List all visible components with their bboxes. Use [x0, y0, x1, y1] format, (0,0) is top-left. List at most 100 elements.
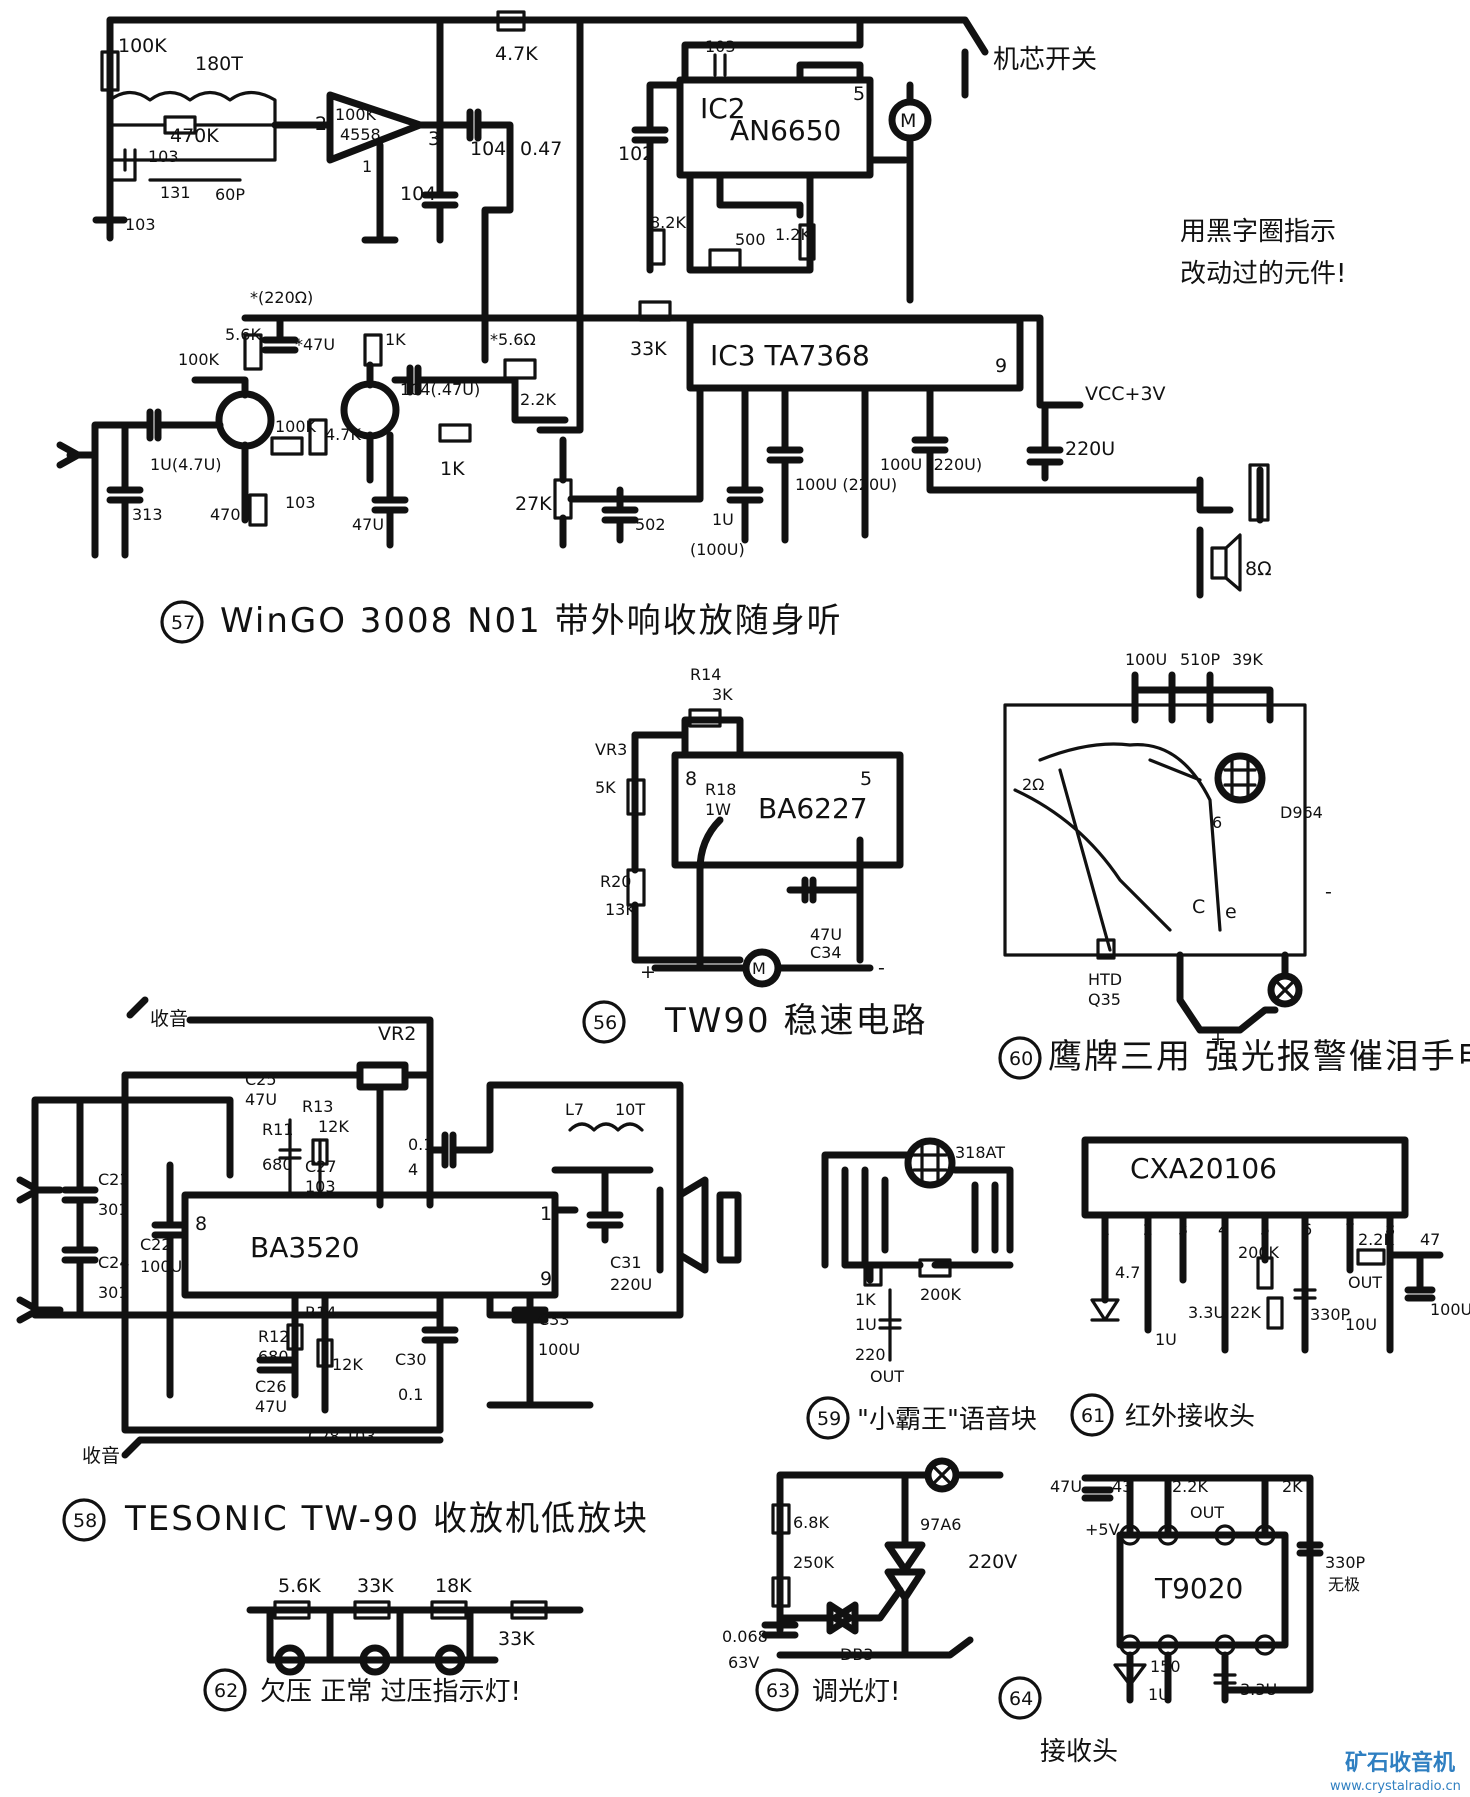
- c103d-label: 103: [285, 493, 316, 512]
- an6650-label: AN6650: [730, 114, 841, 147]
- c59-c220: 220: [855, 1345, 886, 1364]
- c047-label: 0.47: [520, 138, 562, 160]
- caption-56: TW90 稳速电路: [664, 1001, 927, 1041]
- c104b-label: 104: [470, 138, 506, 160]
- u4558-label: 4558: [340, 125, 381, 144]
- c58-l7v: 10T: [615, 1100, 645, 1119]
- c58-p9: 9: [540, 1268, 552, 1290]
- r12k-label: 1.2K: [775, 225, 811, 244]
- c56-vr3: VR3: [595, 740, 627, 759]
- c58-c33v: 100U: [538, 1340, 580, 1359]
- c104-47u-label: 104(.47U): [400, 380, 480, 399]
- c61-r22k-b: 2.2K: [1358, 1230, 1394, 1249]
- c64-c330p: 330P: [1325, 1553, 1366, 1572]
- c58-ic: BA3520: [250, 1231, 360, 1264]
- r27k-label: 27K: [515, 493, 552, 515]
- speaker-label: 8Ω: [1245, 558, 1272, 580]
- c63-c0068: 0.068: [722, 1627, 768, 1646]
- c64-c47u: 47U: [1050, 1477, 1082, 1496]
- c61-r47-b: 47: [1420, 1230, 1440, 1249]
- c58-c24: C24: [98, 1253, 130, 1272]
- c59-r200k: 200K: [920, 1285, 962, 1304]
- c104a-label: 104: [400, 183, 436, 205]
- r33k-label: 33K: [630, 338, 667, 360]
- circuit-59: 318AT 1K 200K 1U 220 OUT 59 "小霸王"语音块: [806, 1137, 1037, 1440]
- circuit-63: 6.8K 250K 0.068 63V DB3 97A6 220V 63 调光灯…: [722, 1457, 1017, 1712]
- c60-c510p: 510P: [1180, 650, 1221, 669]
- caption-56-num: 56: [593, 1012, 617, 1034]
- r56o-label: *5.6Ω: [490, 330, 536, 349]
- c502-label: 502: [635, 515, 666, 534]
- c58-c23v: 301: [98, 1200, 129, 1219]
- c60-d964: D964: [1280, 803, 1323, 822]
- r470-label: 470: [210, 505, 241, 524]
- c63-triac: 97A6: [920, 1515, 961, 1534]
- note-line-1: 用黑字圈指示: [1180, 217, 1336, 247]
- c58-r12v: 680: [258, 1347, 289, 1366]
- c60-minus: -: [1325, 881, 1332, 903]
- c60-r2o: 2Ω: [1022, 775, 1044, 794]
- caption-64: 接收头: [1040, 1737, 1118, 1767]
- r100k-label: 100K: [118, 35, 167, 57]
- r47k-top-label: 4.7K: [495, 43, 538, 65]
- c62-r33k: 33K: [357, 1575, 394, 1597]
- c61-r47: 4.7: [1115, 1263, 1140, 1282]
- c220u-label: 220U: [1065, 438, 1115, 460]
- c58-c33: C33: [538, 1310, 570, 1329]
- c58-r14: R14: [305, 1303, 336, 1322]
- r500-label: 500: [735, 230, 766, 249]
- c56-minus: -: [878, 957, 885, 979]
- r100k-b-label: 100K: [178, 350, 220, 369]
- c58-c26v: 47U: [255, 1397, 287, 1416]
- c58-c25: C25: [245, 1070, 277, 1089]
- c60-c100u: 100U: [1125, 650, 1167, 669]
- r56k-label: 5.6K: [225, 325, 261, 344]
- c58-rec-top: 收音: [150, 1008, 188, 1030]
- c64-out: OUT: [1190, 1503, 1224, 1522]
- c56-plus: +: [640, 961, 656, 983]
- c64-c1u: 1U: [1148, 1685, 1170, 1704]
- c60-r39k: 39K: [1232, 650, 1263, 669]
- c59-out: OUT: [870, 1367, 904, 1386]
- c61-c33u: 3.3U: [1188, 1303, 1225, 1322]
- ic3-label: IC3 TA7368: [710, 339, 870, 372]
- c1u-label: 1U(4.7U): [150, 455, 222, 474]
- c58-p8: 8: [195, 1213, 207, 1235]
- l180t-label: 180T: [195, 53, 243, 75]
- c58-c23: C23: [98, 1170, 130, 1189]
- vcc-label: VCC+3V: [1085, 383, 1166, 405]
- c313-label: 313: [132, 505, 163, 524]
- c58-c26: C26: [255, 1377, 287, 1396]
- c56-vr3v: 5K: [595, 778, 616, 797]
- c56-r18v: 1W: [705, 800, 731, 819]
- c59-r1k: 1K: [855, 1290, 876, 1309]
- c56-c34: C34: [810, 943, 842, 962]
- circuit-57: 4.7K 机芯开关 100K 180T 470K 103 131 60P 103…: [56, 10, 1272, 644]
- c61-c10u: 10U: [1345, 1315, 1377, 1334]
- caption-59-num: 59: [817, 1408, 841, 1430]
- c58-p1: 1: [540, 1203, 552, 1225]
- r220-label: *(220Ω): [250, 288, 313, 307]
- c58-c31v: 220U: [610, 1275, 652, 1294]
- c58-c24v: 301: [98, 1283, 129, 1302]
- watermark-title: 矿石收音机: [1345, 1750, 1455, 1776]
- c103b-label: 103: [125, 215, 156, 234]
- c56-r14v: 3K: [712, 685, 733, 704]
- c61-r22k: 22K: [1230, 1303, 1261, 1322]
- c64-ic: T9020: [1154, 1572, 1243, 1605]
- c56-r18: R18: [705, 780, 736, 799]
- r1k-a-label: 1K: [385, 330, 406, 349]
- c131-label: 131: [160, 183, 191, 202]
- circuit-61: CXA20106 1 2 3 4 5 6 7 8 4.7 1U 3.3U 200…: [1070, 1136, 1470, 1437]
- c47u-b-label: 47U: [352, 515, 384, 534]
- c100u-b-label: (100U): [690, 540, 745, 559]
- c58-c22: C22: [140, 1235, 172, 1254]
- ic2-label: IC2: [700, 92, 746, 125]
- c60-c: C: [1192, 896, 1205, 918]
- caption-61: 红外接收头: [1125, 1402, 1255, 1432]
- pin1-label: 1: [362, 157, 372, 176]
- svg-text:M: M: [752, 959, 766, 978]
- c64-c33u: 3.3U: [1240, 1680, 1277, 1699]
- c58-r12: R12: [258, 1327, 289, 1346]
- c62-r33k-b: 33K: [498, 1628, 535, 1650]
